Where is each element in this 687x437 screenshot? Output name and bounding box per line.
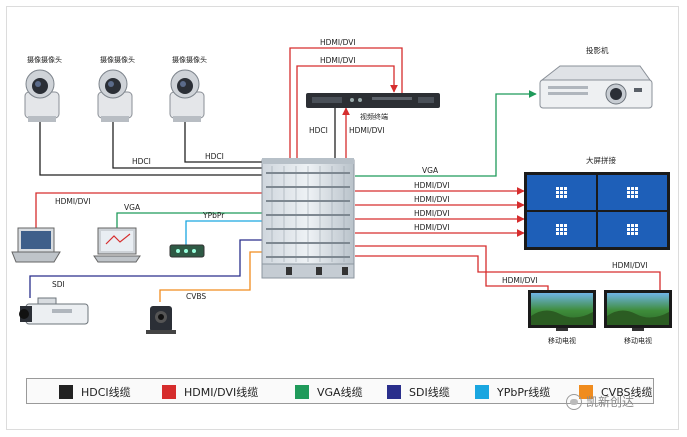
pc-monitor-icon xyxy=(93,227,141,263)
label-hdci-vertical: HDCI xyxy=(309,126,328,135)
legend-swatch-vga xyxy=(295,385,309,399)
mobile-tv-right-label: 移动电视 xyxy=(624,336,652,345)
hdmi-loop-outer xyxy=(289,47,403,165)
sdi-wire xyxy=(29,236,273,298)
watermark: 凯新创达 xyxy=(566,393,634,410)
mobile-tv-left-label: 移动电视 xyxy=(548,336,576,345)
label-hdmi-out-2: HDMI/DVI xyxy=(414,195,450,204)
label-ypbpr: YPbPr xyxy=(202,211,225,220)
label-hdci-cam1: HDCI xyxy=(132,157,151,166)
legend-item-sdi: SDI线缆 xyxy=(387,384,450,400)
projector-icon xyxy=(539,65,653,109)
wechat-icon xyxy=(566,393,582,410)
legend-swatch-cvbs xyxy=(579,385,593,399)
legend-item-hdmi: HDMI/DVI线缆 xyxy=(162,384,258,400)
legend-item-ypbpr: YPbPr线缆 xyxy=(475,384,550,400)
diagram-border xyxy=(6,6,679,430)
camera-2-label: 摄像摄像头 xyxy=(100,55,135,64)
label-hdci-cam2: HDCI xyxy=(205,152,224,161)
legend-swatch-ypbpr xyxy=(475,385,489,399)
mobile-tv-left-icon xyxy=(528,290,596,331)
hdmi-loop-inner xyxy=(296,65,398,165)
label-hdmi-top-2: HDMI/DVI xyxy=(320,56,356,65)
legend-label-hdci: HDCI线缆 xyxy=(81,386,131,399)
camera-1-icon xyxy=(24,69,60,122)
vga-in-wire xyxy=(116,209,273,228)
vga-out-wire xyxy=(355,90,537,177)
label-vga-out: VGA xyxy=(422,166,439,175)
legend-label-vga: VGA线缆 xyxy=(317,386,363,399)
cam3-wire xyxy=(184,122,273,166)
label-hdmi-out-1: HDMI/DVI xyxy=(414,181,450,190)
label-hdmi-out-tv-left: HDMI/DVI xyxy=(502,276,538,285)
hdmi-out-tv-right xyxy=(355,255,664,298)
label-hdmi-vertical: HDMI/DVI xyxy=(349,126,385,135)
video-wall-label: 大屏拼接 xyxy=(586,155,616,165)
camera-1-label: 摄像摄像头 xyxy=(27,55,62,64)
legend-label-ypbpr: YPbPr线缆 xyxy=(497,386,551,399)
ypbpr-wire xyxy=(185,217,273,245)
watermark-text: 凯新创达 xyxy=(586,395,635,409)
hdmi-out-tv-left xyxy=(355,245,552,298)
cam1-wire xyxy=(39,122,273,179)
ypbpr-box-icon xyxy=(169,244,205,258)
legend-item-hdci: HDCI线缆 xyxy=(59,384,131,400)
cvbs-wire xyxy=(159,248,273,302)
cam2-wire xyxy=(112,122,273,172)
mobile-tv-right-icon xyxy=(604,290,672,331)
label-hdmi-laptop: HDMI/DVI xyxy=(55,197,91,206)
label-hdmi-out-tv-right: HDMI/DVI xyxy=(612,261,648,270)
legend-label-sdi: SDI线缆 xyxy=(409,386,450,399)
video-wall-icon xyxy=(524,172,670,250)
label-sdi: SDI xyxy=(52,280,65,289)
legend-swatch-sdi xyxy=(387,385,401,399)
camera-3-icon xyxy=(169,69,205,122)
projector-label: 投影机 xyxy=(586,45,609,55)
video-terminal-icon xyxy=(306,93,440,108)
legend-swatch-hdci xyxy=(59,385,73,399)
label-hdmi-out-3: HDMI/DVI xyxy=(414,209,450,218)
cable-labels: HDMI/DVI HDMI/DVI HDCI HDCI HDCI HDMI/DV… xyxy=(52,38,648,301)
legend-item-vga: VGA线缆 xyxy=(295,384,363,400)
cvbs-camera-icon xyxy=(146,306,176,334)
legend-label-cvbs: CVBS线缆 xyxy=(601,386,653,399)
cable-legend: HDCI线缆 HDMI/DVI线缆 VGA线缆 SDI线缆 YPbPr线缆 CV… xyxy=(26,378,654,404)
legend-swatch-hdmi xyxy=(162,385,176,399)
laptop-icon xyxy=(11,227,61,263)
legend-label-hdmi: HDMI/DVI线缆 xyxy=(184,386,259,399)
matrix-switcher-icon xyxy=(261,158,355,279)
camera-3-label: 摄像摄像头 xyxy=(172,55,207,64)
laptop-hdmi-wire xyxy=(35,189,273,228)
label-cvbs: CVBS xyxy=(186,292,206,301)
video-terminal-label: 视频终端 xyxy=(360,112,388,121)
camera-2-icon xyxy=(97,69,133,122)
label-hdmi-top-1: HDMI/DVI xyxy=(320,38,356,47)
label-vga-in: VGA xyxy=(124,203,141,212)
legend-item-cvbs: CVBS线缆 xyxy=(579,384,653,400)
sdi-camera-icon xyxy=(19,297,89,325)
label-hdmi-out-4: HDMI/DVI xyxy=(414,223,450,232)
